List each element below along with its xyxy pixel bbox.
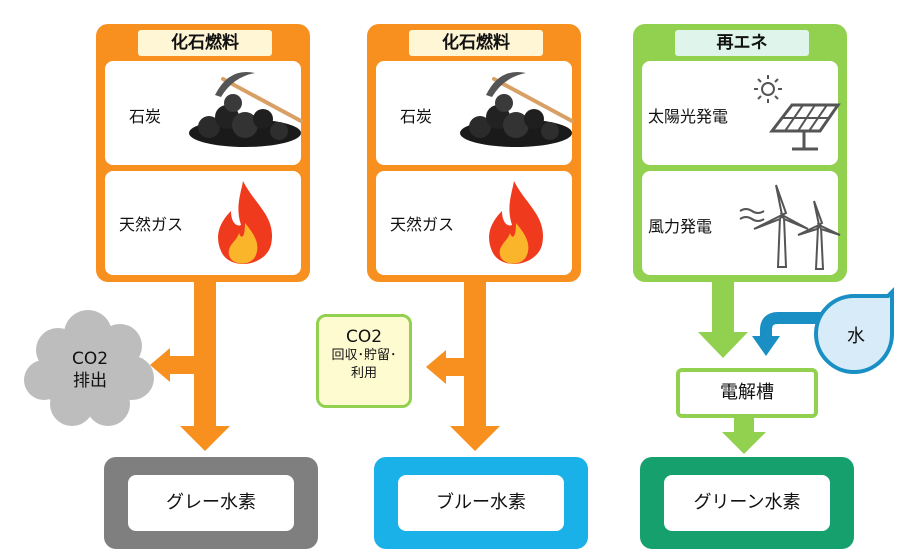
- gray-hydrogen-label: グレー水素: [128, 475, 294, 531]
- coal-card: 石炭: [376, 61, 574, 165]
- gas-label: 天然ガス: [390, 215, 455, 234]
- emission-text: 排出: [73, 371, 107, 391]
- flame-icon: [218, 181, 273, 264]
- coal-pickaxe-icon: [460, 71, 574, 147]
- coal-label: 石炭: [400, 107, 433, 126]
- solar-panel-icon: [754, 75, 841, 151]
- panel-title: 化石燃料: [138, 30, 272, 56]
- capture-storage-text: 回収･貯留･: [331, 348, 397, 363]
- panel-title: 化石燃料: [409, 30, 543, 56]
- wind-label: 風力発電: [648, 217, 713, 236]
- blue-hydrogen-box: ブルー水素: [374, 457, 588, 549]
- gas-card: 天然ガス: [376, 171, 572, 275]
- coal-label: 石炭: [129, 107, 162, 126]
- flame-icon: [489, 181, 544, 264]
- fossil-fuel-panel-2: 化石燃料 石炭 天然ガス: [367, 24, 581, 282]
- green-hydrogen-box: グリーン水素: [640, 457, 854, 549]
- water-label: 水: [847, 326, 865, 347]
- green-hydrogen-label: グリーン水素: [664, 475, 830, 531]
- electrolyzer-box: 電解槽: [676, 368, 818, 418]
- co2-text: CO2: [71, 349, 109, 369]
- gray-hydrogen-box: グレー水素: [104, 457, 318, 549]
- wind-card: 風力発電: [642, 171, 841, 275]
- coal-pickaxe-icon: [189, 71, 303, 147]
- coal-card: 石炭: [105, 61, 303, 165]
- co2-text: CO2: [345, 327, 383, 347]
- blue-hydrogen-label: ブルー水素: [398, 475, 564, 531]
- wind-turbine-icon: [739, 184, 841, 270]
- gas-card: 天然ガス: [105, 171, 301, 275]
- fossil-fuel-panel-1: 化石燃料 石炭 天然ガス: [96, 24, 310, 282]
- panel-title: 再エネ: [675, 30, 809, 56]
- co2-capture-box: CO2 回収･貯留･ 利用: [316, 314, 412, 408]
- gas-label: 天然ガス: [119, 215, 184, 234]
- electrolyzer-label: 電解槽: [720, 382, 774, 403]
- solar-label: 太陽光発電: [648, 107, 729, 126]
- utilization-text: 利用: [350, 366, 377, 381]
- solar-card: 太陽光発電: [642, 61, 841, 165]
- renewable-panel: 再エネ 太陽光発電 風力発電: [633, 24, 847, 282]
- co2-emission-label: CO2 排出: [40, 348, 140, 392]
